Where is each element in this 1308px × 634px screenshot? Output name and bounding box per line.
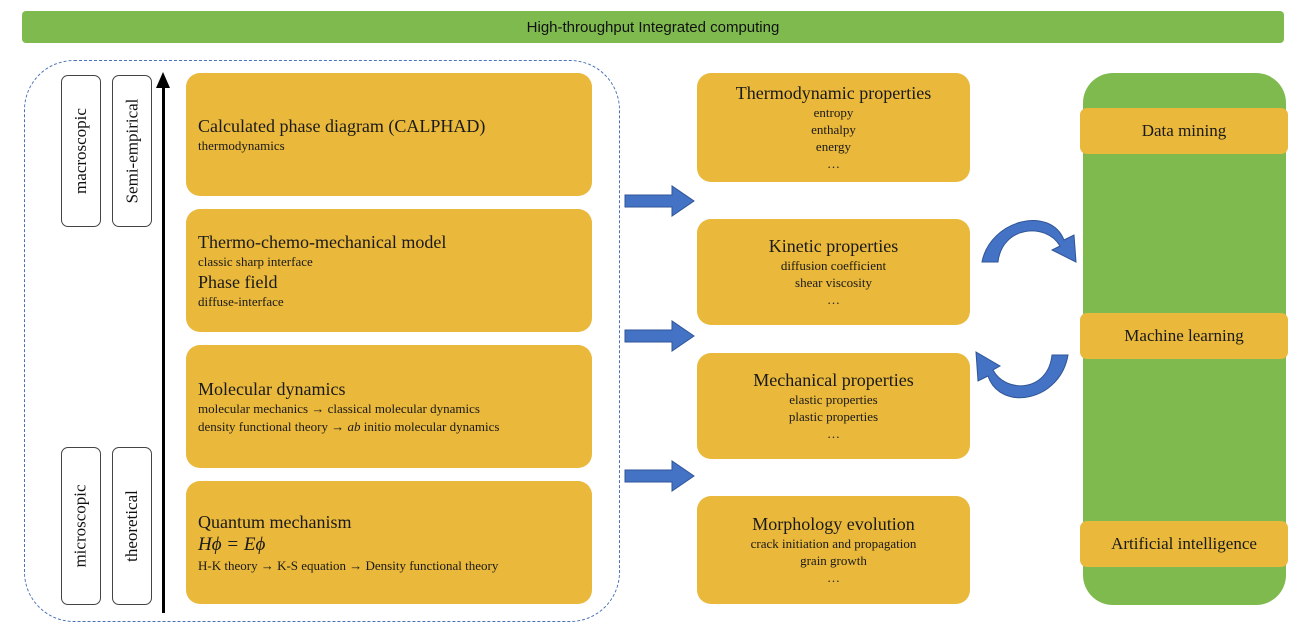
scale-axis-arrowhead xyxy=(156,72,170,88)
tag-machine-learning: Machine learning xyxy=(1080,313,1288,359)
property-box-morphology: Morphology evolution crack initiation an… xyxy=(697,496,970,604)
label-macroscopic: macroscopic xyxy=(61,75,101,227)
property-item: shear viscosity xyxy=(795,275,872,290)
curved-arrow-icon xyxy=(981,220,1077,263)
property-box-thermodynamic: Thermodynamic properties entropy enthalp… xyxy=(697,73,970,182)
label-microscopic: microscopic xyxy=(61,447,101,605)
property-item: plastic properties xyxy=(788,409,879,424)
property-title: Kinetic properties xyxy=(768,236,899,256)
model-box-thermo-chemo: Thermo-chemo-mechanical model classic sh… xyxy=(186,209,592,332)
label-semi-empirical: Semi-empirical xyxy=(112,75,152,227)
model-title: Calculated phase diagram (CALPHAD) xyxy=(198,115,486,136)
model-group-border xyxy=(24,60,620,622)
property-title: Morphology evolution xyxy=(752,514,915,534)
model-box-quantum: Quantum mechanism Hϕ = Eϕ H-K theory → K… xyxy=(186,481,592,604)
property-title: Thermodynamic properties xyxy=(735,83,932,103)
property-item: elastic properties xyxy=(789,392,878,407)
model-subtitle: H-K theory → K-S equation → Density func… xyxy=(198,557,499,573)
property-item: … xyxy=(827,156,840,171)
property-item: enthalpy xyxy=(811,122,856,137)
tag-artificial-intelligence: Artificial intelligence xyxy=(1080,521,1288,567)
property-item: diffusion coefficient xyxy=(780,258,887,273)
property-title: Mechanical properties xyxy=(753,370,914,390)
property-item: crack initiation and propagation xyxy=(750,536,917,551)
banner-title: High-throughput Integrated computing xyxy=(526,18,780,36)
right-arrow-icon xyxy=(624,320,695,352)
curved-arrow-icon xyxy=(975,351,1069,399)
model-line: density functional theory → ab initio mo… xyxy=(198,418,500,434)
model-subtitle: thermodynamics xyxy=(198,137,285,153)
right-arrow-icon xyxy=(624,185,695,217)
model-line: molecular mechanics → classical molecula… xyxy=(198,400,480,416)
property-item: energy xyxy=(815,139,852,154)
model-title: Molecular dynamics xyxy=(198,378,346,399)
model-box-calphad: Calculated phase diagram (CALPHAD) therm… xyxy=(186,73,592,196)
scale-axis-line xyxy=(162,86,165,613)
property-item: grain growth xyxy=(800,553,867,568)
property-item: … xyxy=(827,292,840,307)
model-subtitle-diffuse: diffuse-interface xyxy=(198,293,284,309)
model-box-molecular-dynamics: Molecular dynamics molecular mechanics →… xyxy=(186,345,592,468)
model-title-phase-field: Phase field xyxy=(198,271,278,292)
property-item: … xyxy=(827,570,840,585)
schrodinger-equation: Hϕ = Eϕ xyxy=(198,533,266,555)
tag-data-mining: Data mining xyxy=(1080,108,1288,154)
property-box-mechanical: Mechanical properties elastic properties… xyxy=(697,353,970,459)
property-box-kinetic: Kinetic properties diffusion coefficient… xyxy=(697,219,970,325)
property-item: entropy xyxy=(813,105,854,120)
right-arrow-icon xyxy=(624,460,695,492)
top-banner: High-throughput Integrated computing xyxy=(22,11,1284,43)
model-subtitle: classic sharp interface xyxy=(198,253,313,269)
property-item: … xyxy=(827,426,840,441)
model-title: Thermo-chemo-mechanical model xyxy=(198,231,447,252)
model-title: Quantum mechanism xyxy=(198,511,352,532)
label-theoretical: theoretical xyxy=(112,447,152,605)
